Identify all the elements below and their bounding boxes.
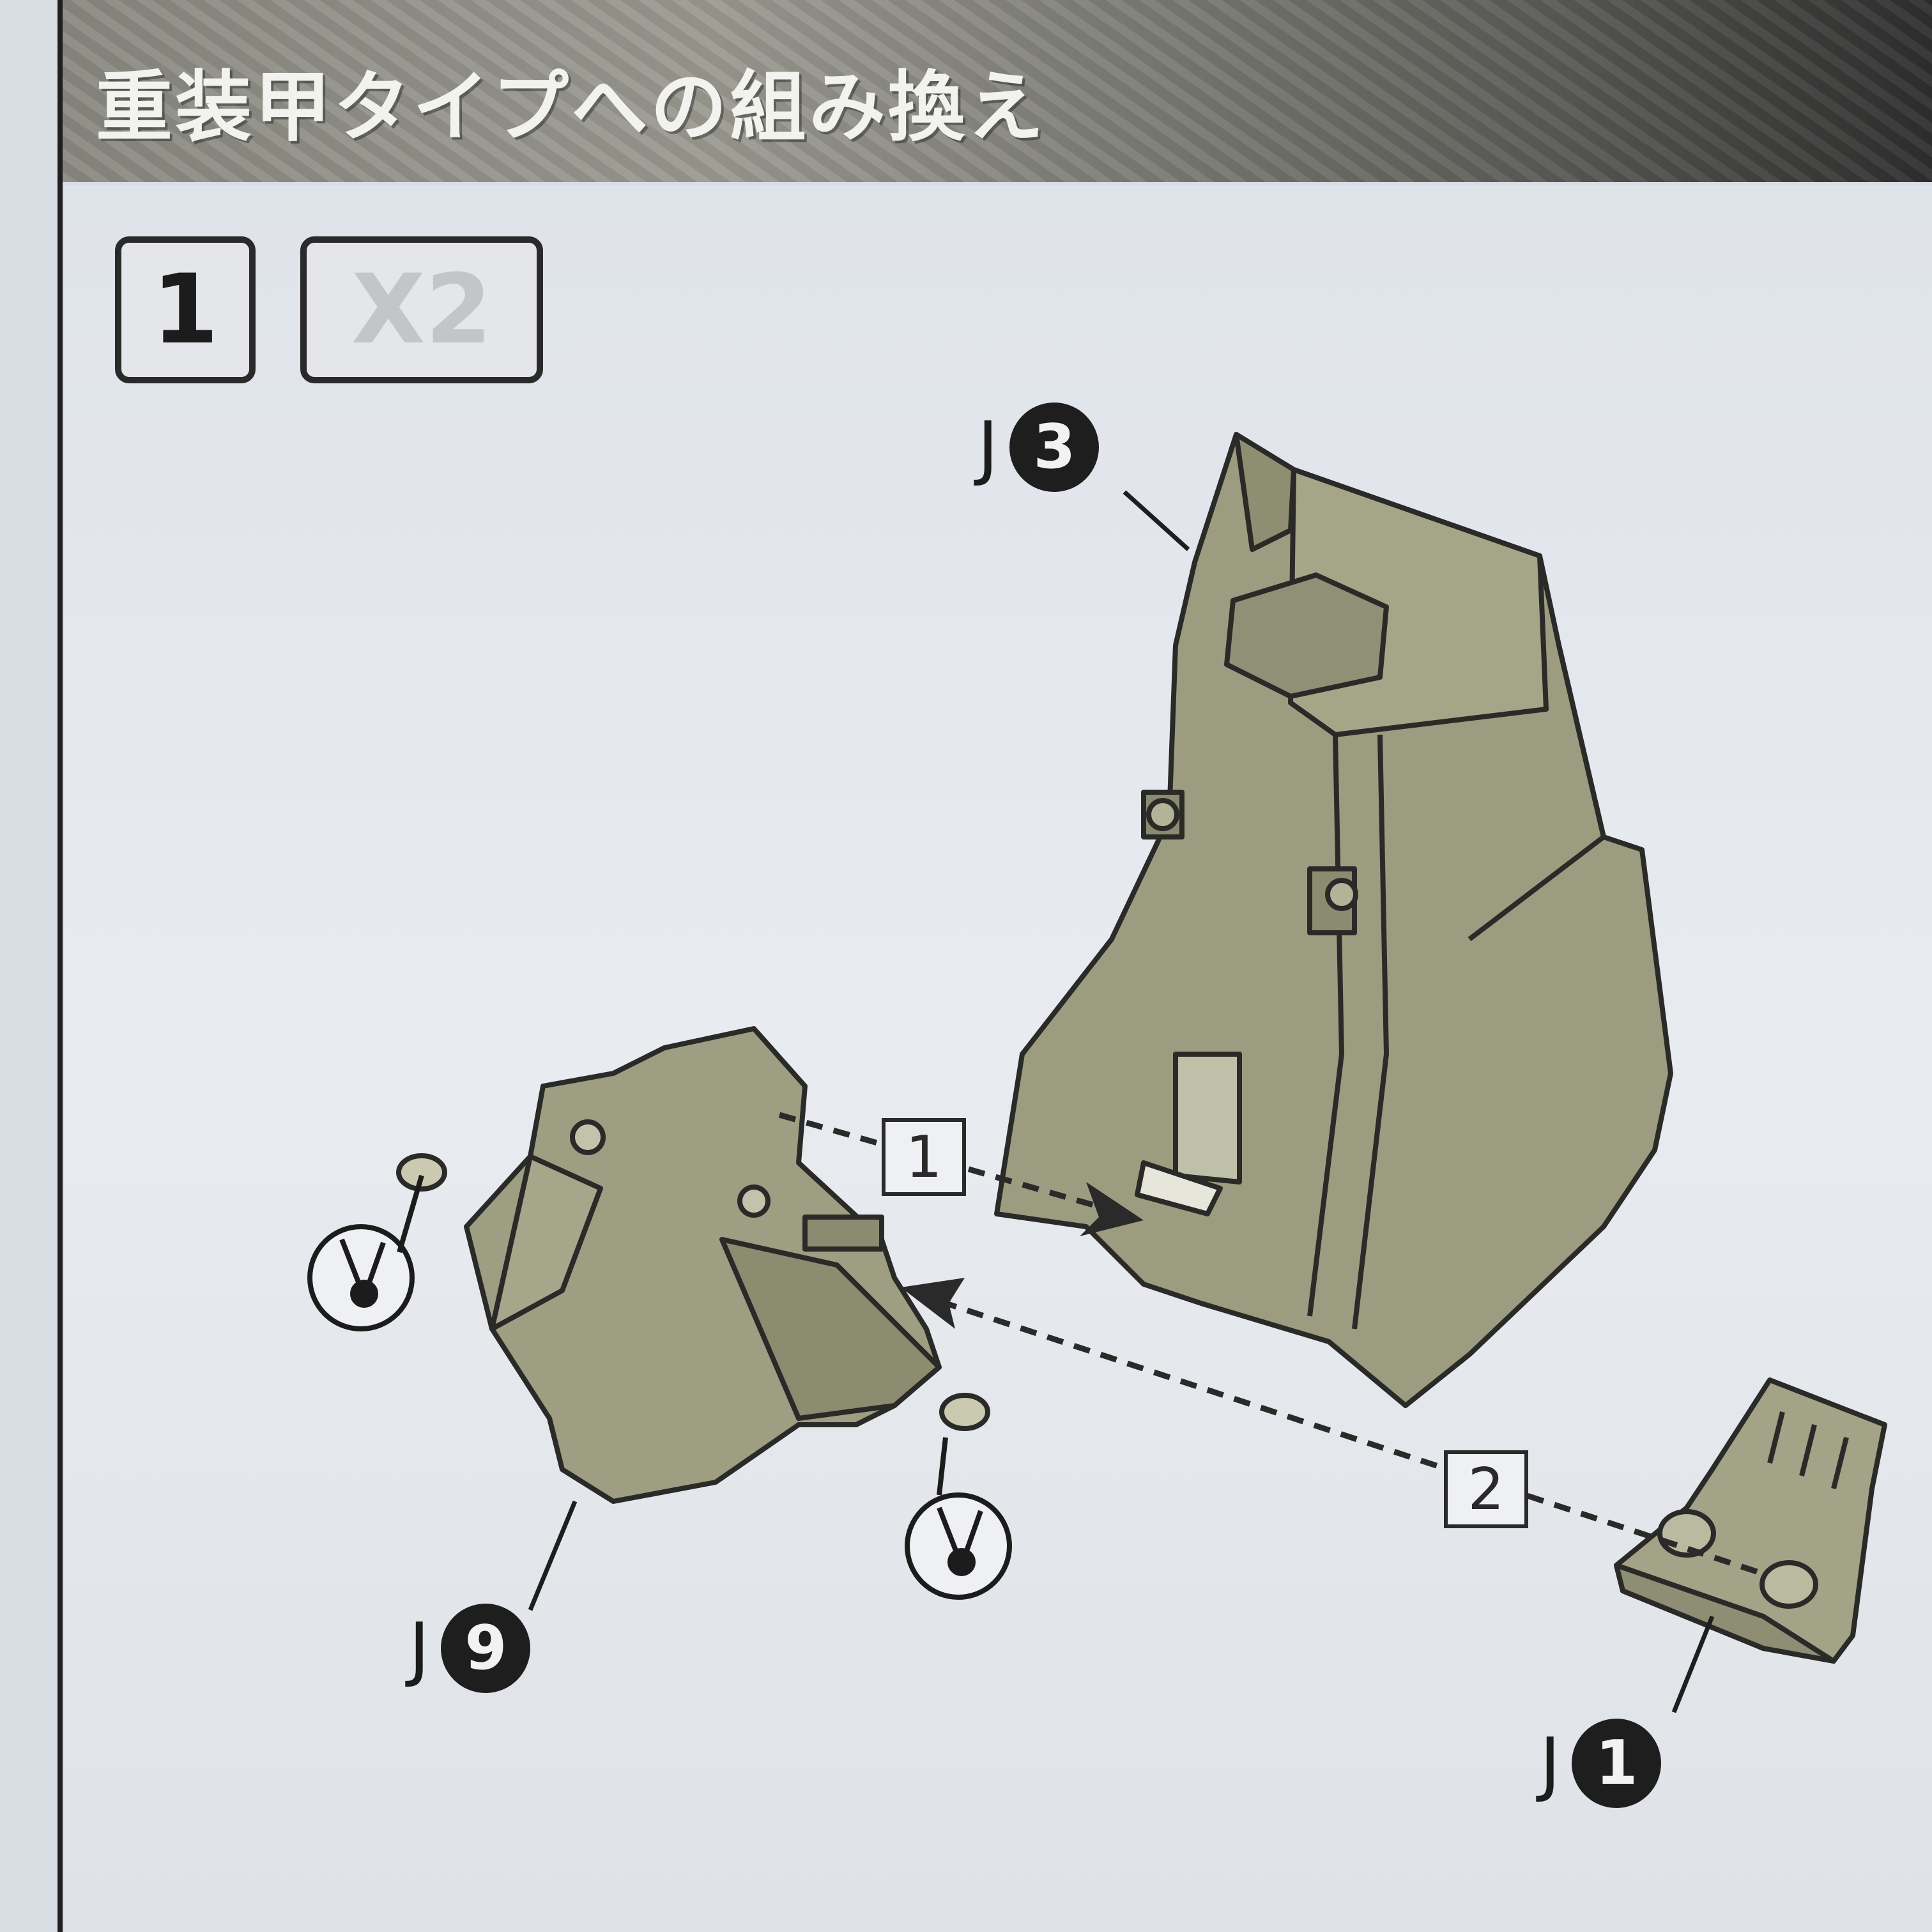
header-band <box>63 0 1932 182</box>
nipper-cut-icon <box>307 1174 424 1331</box>
quantity-box: X2 <box>300 236 543 383</box>
assembly-step-1-label: 1 <box>905 1123 942 1191</box>
part-label-j1-letter: J <box>1540 1722 1561 1804</box>
part-label-j1-number: 1 <box>1572 1719 1662 1808</box>
part-j9-joint-block <box>396 1026 990 1504</box>
page-title: 重装甲タイプへの組み換え <box>96 63 1046 152</box>
part-label-j3: J 3 <box>977 402 1100 492</box>
part-label-j9: J 9 <box>409 1604 531 1693</box>
quantity-label: X2 <box>351 254 493 365</box>
part-label-j1: J 1 <box>1540 1719 1662 1808</box>
leader-lines <box>528 490 1715 1713</box>
arrow-head-1 <box>1080 1182 1144 1236</box>
part-label-j9-letter: J <box>409 1607 430 1689</box>
step-number-box: 1 <box>115 236 256 383</box>
part-j1-connector <box>1614 1377 1887 1664</box>
step-number: 1 <box>151 254 219 365</box>
part-label-j9-number: 9 <box>441 1604 531 1693</box>
assembly-step-1-box: 1 <box>882 1118 966 1196</box>
part-j3-armor-plate <box>994 432 1673 1408</box>
left-border-rule <box>57 0 63 1932</box>
assembly-step-2-label: 2 <box>1468 1455 1505 1523</box>
arrow-head-2 <box>901 1278 965 1329</box>
part-label-j3-letter: J <box>977 406 999 488</box>
assembly-step-2-box: 2 <box>1444 1450 1528 1528</box>
nipper-cut-icon <box>905 1437 1012 1600</box>
part-label-j3-number: 3 <box>1009 402 1100 492</box>
